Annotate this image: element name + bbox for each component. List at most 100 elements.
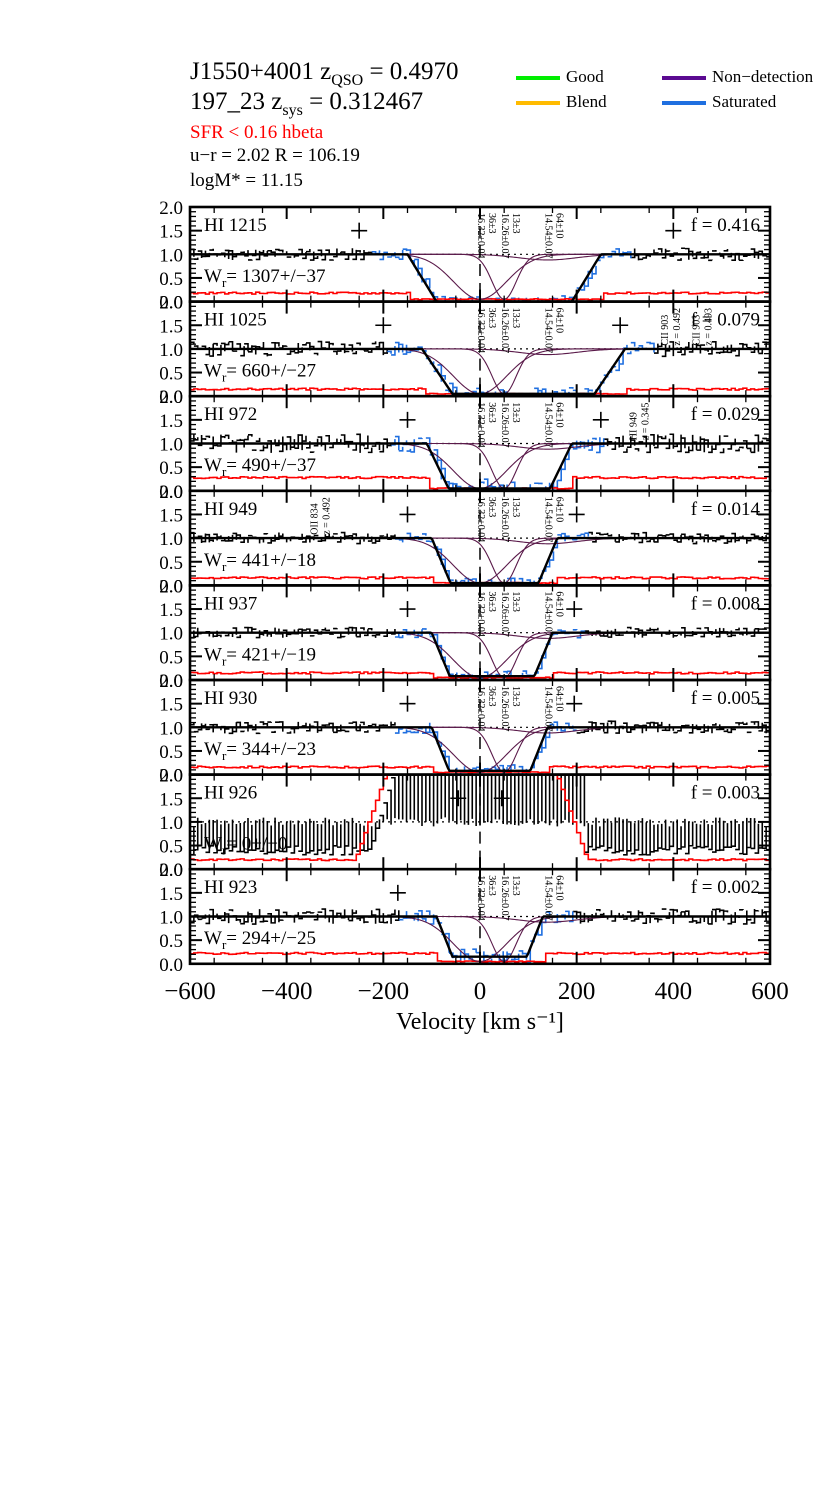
ew-symbol: W [204, 361, 222, 382]
ew-value: = 1307+/−37 [226, 266, 325, 287]
ion-line-label: HI 923 [204, 877, 257, 898]
oscillator-strength-label: f = 0.014 [691, 499, 761, 520]
stellar-mass-label: logM* = 11.15 [190, 170, 303, 191]
ew-value: = 441+/−18 [226, 550, 316, 571]
component-logn-label: 14.54±0.07 [543, 402, 554, 448]
component-b-label: 13±3 [510, 497, 521, 518]
qso-title: J1550+4001 zQSO = 0.4970 [190, 58, 459, 89]
component-b-label: 36±3 [486, 213, 497, 234]
legend-swatch [662, 76, 706, 81]
panel-hi-937: 16.32±0.0436±316.26±0.0713±314.54±0.0764… [159, 576, 772, 692]
component-b-label: 36±3 [486, 591, 497, 612]
component-logn-label: 16.26±0.07 [499, 213, 510, 258]
data-spectrum [190, 720, 770, 735]
equivalent-width-label: Wr= 1307+/−37 [204, 266, 325, 290]
x-axis-label: Velocity [km s⁻¹] [396, 1009, 564, 1035]
blend-redshift-label: z = 0.492 [672, 308, 683, 346]
oscillator-strength-label: f = 0.029 [691, 404, 760, 425]
component-b-label: 36±3 [486, 686, 497, 707]
blend-redshift-label: z = 0.492 [322, 497, 333, 535]
ew-subscript: r [222, 653, 227, 668]
oscillator-strength-label: f = 0.002 [691, 877, 760, 898]
x-tick-label: 0 [474, 978, 487, 1005]
ew-subscript: r [222, 370, 227, 385]
y-tick-label: 2.0 [159, 198, 183, 219]
sfr-label: SFR < 0.16 hbeta [190, 122, 324, 143]
saturated-spectrum [387, 341, 655, 397]
ion-line-label: HI 937 [204, 593, 257, 614]
component-logn-label: 16.26±0.07 [499, 875, 510, 920]
legend-good: Good [516, 67, 604, 87]
component-logn-label: 14.54±0.07 [543, 591, 554, 637]
legend-saturated: Saturated [662, 92, 776, 112]
y-tick-label: 1.0 [159, 718, 183, 739]
x-tick-label: −200 [358, 978, 410, 1005]
component-b-label: 13±3 [510, 308, 521, 329]
panel-hi-1025: 16.32±0.0436±316.26±0.0713±314.54±0.0764… [159, 293, 772, 408]
component-b-label: 64±10 [554, 591, 565, 617]
sightline-title: 197_23 zsys = 0.312467 [190, 88, 424, 119]
ew-value: = 294+/−25 [226, 928, 316, 949]
component-logn-label: 16.26±0.07 [499, 402, 510, 447]
blend-line-label: CII 903 [691, 315, 702, 346]
component-logn-label: 16.26±0.07 [499, 686, 510, 732]
ew-symbol: W [204, 928, 222, 949]
y-tick-label: 0.0 [159, 576, 183, 597]
y-tick-label: 1.0 [159, 529, 183, 550]
ew-symbol: W [204, 644, 222, 665]
equivalent-width-label: Wr= 344+/−23 [204, 739, 316, 763]
panel-hi-923: 16.32±0.0436±316.26±0.0713±314.54±0.0764… [159, 860, 772, 976]
component-b-label: 13±3 [510, 686, 521, 707]
ion-line-label: HI 1025 [204, 310, 267, 331]
y-tick-label: 0.5 [159, 837, 183, 858]
ew-subscript: r [222, 559, 227, 574]
y-tick-label: 1.5 [159, 884, 183, 905]
y-tick-label: 0.5 [159, 647, 183, 668]
equivalent-width-label: Wr= 0+/−0 [204, 834, 287, 858]
legend-blend: Blend [516, 92, 607, 112]
equivalent-width-label: Wr= 490+/−37 [204, 455, 316, 479]
ew-value: = 0+/−0 [226, 834, 287, 855]
legend-swatch [662, 101, 706, 106]
y-tick-label: 0.0 [159, 293, 183, 314]
ew-symbol: W [204, 550, 222, 571]
x-tick-label: −400 [261, 978, 313, 1005]
y-tick-label: 0.0 [159, 671, 183, 692]
y-tick-label: 0.0 [159, 387, 183, 408]
component-b-label: 64±10 [554, 875, 565, 901]
y-tick-label: 1.5 [159, 222, 183, 243]
panel-hi-949: 16.32±0.0436±316.26±0.0713±314.54±0.0764… [159, 482, 772, 597]
component-logn-label: 14.54±0.07 [543, 308, 554, 354]
ew-value: = 344+/−23 [226, 739, 316, 760]
y-tick-label: 1.0 [159, 245, 183, 266]
y-tick-label: 1.5 [159, 411, 183, 432]
component-b-label: 13±3 [510, 402, 521, 423]
voigt-fit [190, 253, 770, 302]
x-tick-label: 600 [751, 978, 789, 1005]
legend-swatch [516, 101, 560, 106]
error-spectrum [190, 774, 770, 862]
oscillator-strength-label: f = 0.079 [691, 310, 760, 331]
y-tick-label: 2.0 [159, 387, 183, 408]
y-tick-label: 0.5 [159, 553, 183, 574]
y-tick-label: 1.5 [159, 505, 183, 526]
component-logn-label: 14.54±0.07 [543, 875, 554, 921]
ew-value: = 490+/−37 [226, 455, 316, 476]
equivalent-width-label: Wr= 441+/−18 [204, 550, 316, 574]
component-logn-label: 16.26±0.07 [499, 308, 510, 353]
component-b-label: 36±3 [486, 308, 497, 329]
panel-hi-930: 16.32±0.0436±316.26±0.0713±314.54±0.0764… [159, 671, 772, 787]
component-b-label: 13±3 [510, 875, 521, 896]
component-b-label: 36±3 [486, 402, 497, 423]
component-logn-label: 14.54±0.07 [543, 497, 554, 543]
ion-line-label: HI 926 [204, 783, 257, 804]
legend-non-detection: Non−detection [662, 67, 813, 87]
legend-swatch [516, 76, 560, 81]
y-tick-label: 0.5 [159, 269, 183, 290]
component-b-label: 36±3 [486, 875, 497, 896]
oscillator-strength-label: f = 0.003 [691, 783, 760, 804]
color-radius-label: u−r = 2.02 R = 106.19 [190, 145, 360, 166]
